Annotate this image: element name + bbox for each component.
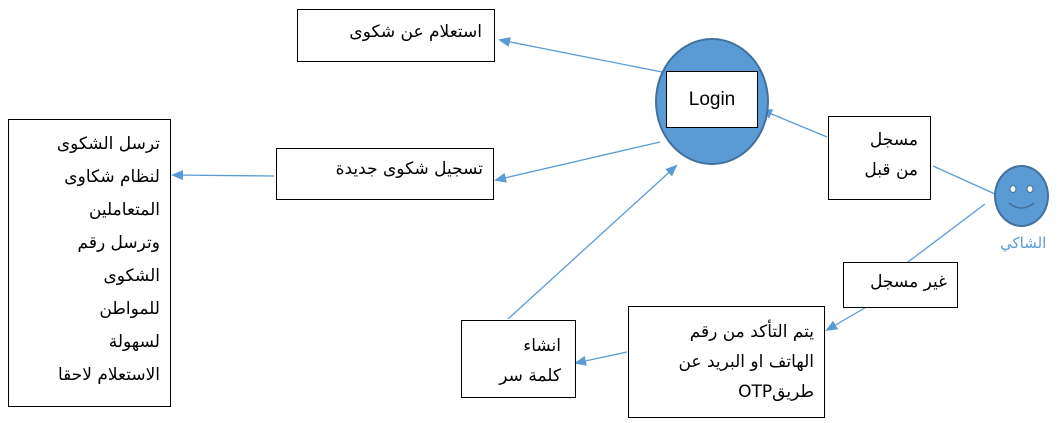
send-complaint-line-8: الاستعلام لاحقا [57,365,160,385]
verify-line-3: طريقOTP [738,382,814,402]
new-complaint-line: تسجيل شكوى جديدة [335,159,483,179]
line-actor-to-registered [932,165,996,195]
send-complaint-line-5: الشكوى [103,266,160,286]
verify-line-2: الهاتف او البريد عن [678,352,814,372]
line-actor-to-not-registered [907,203,986,263]
send-complaint-line-1: ترسل الشكوى [56,134,160,154]
not-registered-line: غير مسجل [870,272,947,292]
inquiry-node[interactable]: استعلام عن شكوى [297,9,495,62]
arrow-verify-to-create-password [574,351,628,366]
smiley-face-icon [1008,185,1035,209]
verify-node[interactable]: يتم التأكد من رقم الهاتف او البريد عن طر… [628,306,825,418]
login-label: Login [688,88,736,110]
arrow-login-to-new-complaint [494,141,661,183]
arrow-registered-to-login [760,109,828,138]
login-node[interactable]: Login [666,71,758,128]
not-registered-node[interactable]: غير مسجل [843,262,958,308]
create-password-line-2: كلمة سر [499,366,561,386]
send-complaint-node[interactable]: ترسل الشكوى لنظام شكاوى المتعاملين وترسل… [8,119,171,407]
registered-line-1: مسجل [869,130,918,150]
send-complaint-line-3: المتعاملين [88,200,160,220]
send-complaint-line-4: وترسل رقم [77,233,161,253]
arrow-create-password-to-login [507,164,678,320]
create-password-line-1: انشاء [523,336,561,356]
send-complaint-line-2: لنظام شكاوى [64,167,160,187]
arrow-login-to-inquiry [498,37,663,73]
new-complaint-node[interactable]: تسجيل شكوى جديدة [276,148,494,200]
actor-smiley-icon[interactable] [994,165,1049,227]
registered-node[interactable]: مسجل من قبل [828,116,931,200]
create-password-node[interactable]: انشاء كلمة سر [461,320,576,398]
send-complaint-line-7: لسهولة [108,332,160,352]
send-complaint-line-6: للمواطن [99,299,160,319]
arrow-new-complaint-to-send [171,170,275,181]
verify-line-1: يتم التأكد من رقم [689,322,814,342]
inquiry-line: استعلام عن شكوى [349,22,482,42]
registered-line-2: من قبل [864,160,918,180]
actor-label: الشاكي [1000,234,1047,252]
